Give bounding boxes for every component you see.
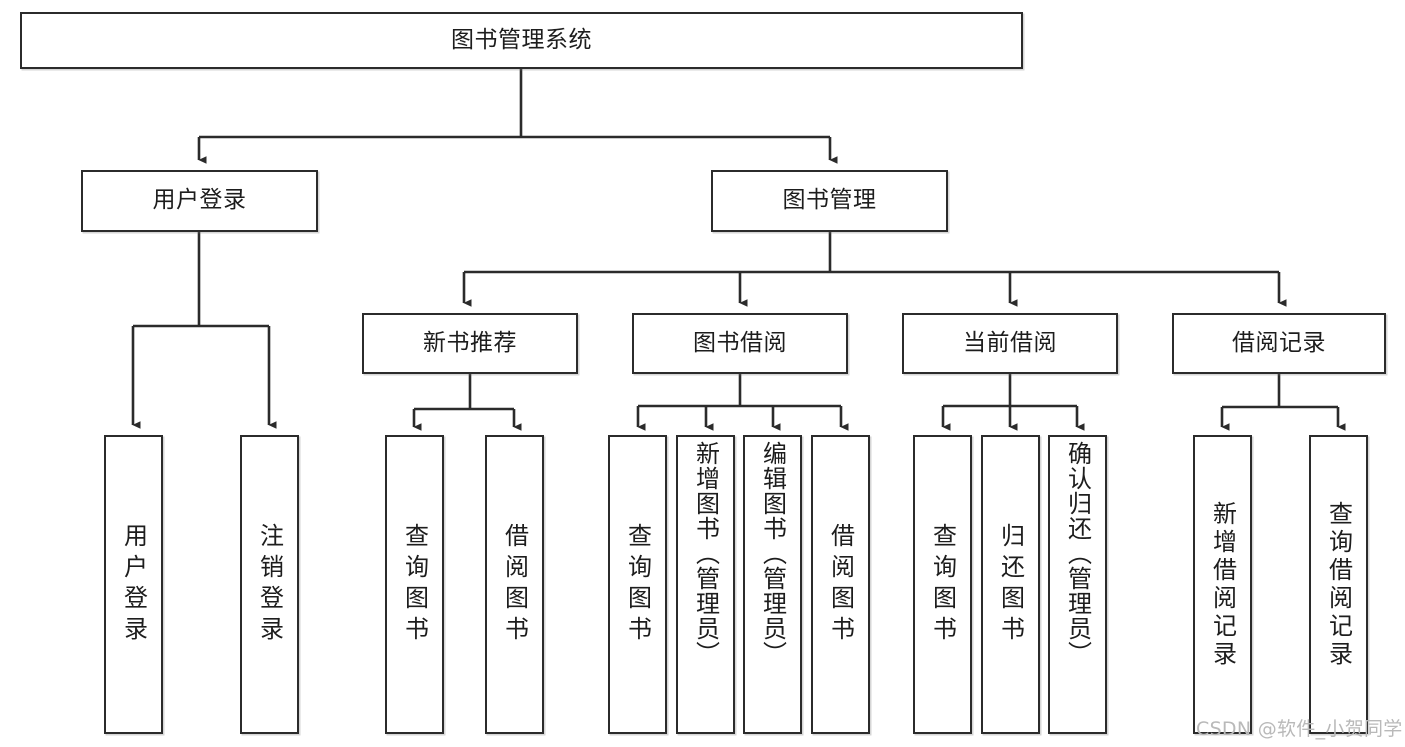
- node-user-login[interactable]: 用户登录: [81, 170, 318, 232]
- leaf-user-login-logout[interactable]: 注销登录: [240, 435, 299, 734]
- node-label: 图书管理系统: [451, 26, 592, 53]
- node-label: 当前借阅: [963, 329, 1057, 356]
- node-borrow-record[interactable]: 借阅记录: [1172, 313, 1386, 374]
- leaf-borrow-edit-book-admin[interactable]: 编辑图书（管理员）: [743, 435, 802, 734]
- node-label: 查询图书: [400, 522, 429, 647]
- node-label: 查询图书: [623, 522, 652, 647]
- node-label: 新书推荐: [423, 329, 517, 356]
- node-label: 用户登录: [152, 187, 247, 214]
- node-label: 查询借阅记录: [1324, 500, 1353, 669]
- node-current-borrow[interactable]: 当前借阅: [902, 313, 1118, 374]
- node-label: 确认归还（管理员）: [1063, 441, 1092, 666]
- leaf-borrow-borrow-book[interactable]: 借阅图书: [811, 435, 870, 734]
- leaf-borrow-add-book-admin[interactable]: 新增图书（管理员）: [676, 435, 735, 734]
- leaf-user-login-login[interactable]: 用户登录: [104, 435, 163, 734]
- node-book-management[interactable]: 图书管理: [711, 170, 948, 232]
- leaf-borrow-query-book[interactable]: 查询图书: [608, 435, 667, 734]
- leaf-new-book-borrow[interactable]: 借阅图书: [485, 435, 544, 734]
- node-new-book-recommend[interactable]: 新书推荐: [362, 313, 578, 374]
- leaf-current-query-book[interactable]: 查询图书: [913, 435, 972, 734]
- node-label: 借阅图书: [826, 522, 855, 647]
- node-label: 图书借阅: [693, 329, 787, 356]
- node-label: 图书管理: [782, 187, 877, 214]
- node-label: 编辑图书（管理员）: [758, 441, 787, 666]
- node-label: 查询图书: [928, 522, 957, 647]
- node-label: 借阅图书: [500, 522, 529, 647]
- leaf-current-return-book[interactable]: 归还图书: [981, 435, 1040, 734]
- leaf-current-confirm-return-admin[interactable]: 确认归还（管理员）: [1048, 435, 1107, 734]
- node-label: 新增图书（管理员）: [691, 441, 720, 666]
- node-label: 注销登录: [255, 522, 284, 647]
- leaf-new-book-query[interactable]: 查询图书: [385, 435, 444, 734]
- node-label: 新增借阅记录: [1208, 500, 1237, 669]
- node-label: 归还图书: [996, 522, 1025, 647]
- leaf-record-add-record[interactable]: 新增借阅记录: [1193, 435, 1252, 734]
- node-root-book-management-system[interactable]: 图书管理系统: [20, 12, 1023, 69]
- leaf-record-query-record[interactable]: 查询借阅记录: [1309, 435, 1368, 734]
- node-label: 用户登录: [119, 522, 148, 647]
- node-book-borrow[interactable]: 图书借阅: [632, 313, 848, 374]
- node-label: 借阅记录: [1232, 329, 1326, 356]
